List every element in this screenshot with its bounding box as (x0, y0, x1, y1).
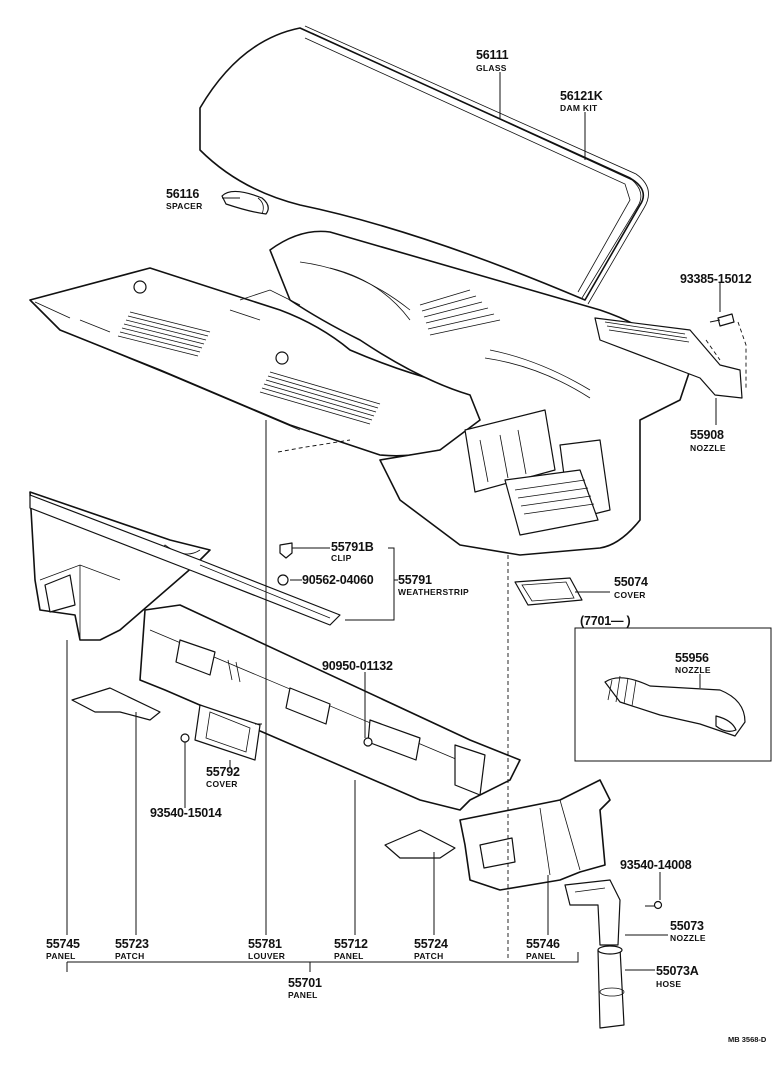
fastener-90562 (277, 574, 289, 586)
part-name: HOSE (656, 979, 681, 989)
spacer-part (221, 190, 269, 215)
nozzle-55956 (604, 675, 746, 737)
part-number: 55712 (334, 937, 368, 951)
label-56116: 56116 SPACER (166, 187, 203, 211)
label-55908: 55908 NOZZLE (690, 428, 726, 453)
label-55073: 55073 NOZZLE (670, 919, 706, 943)
cover-55074 (514, 577, 583, 606)
part-number: 90950-01132 (322, 659, 393, 673)
part-name: PANEL (334, 951, 364, 961)
part-name: PATCH (115, 951, 145, 961)
label-93385: 93385-15012 (680, 272, 752, 286)
label-56121K: 56121K DAM KIT (560, 89, 603, 113)
patch-55723 (71, 687, 161, 721)
clip-55791B (279, 542, 293, 559)
part-number: 55073A (656, 964, 699, 978)
part-name: SPACER (166, 201, 203, 211)
label-55073A: 55073A HOSE (656, 964, 699, 989)
label-55712: 55712 PANEL (334, 937, 368, 961)
main-panel-55712 (139, 604, 521, 811)
part-number: 55791 (398, 573, 432, 587)
part-name: PANEL (526, 951, 556, 961)
leader-lines (66, 72, 721, 972)
label-93540-15014: 93540-15014 (150, 806, 222, 820)
label-55791: 55791 WEATHERSTRIP (398, 573, 469, 597)
windshield-glass (199, 25, 649, 305)
part-number: 55792 (206, 765, 240, 779)
screw-93385 (709, 313, 735, 327)
label-55745: 55745 PANEL (46, 937, 80, 961)
label-93540-14008: 93540-14008 (620, 858, 692, 872)
label-90950: 90950-01132 (322, 659, 393, 673)
part-number: 93540-15014 (150, 806, 222, 820)
part-number: 55908 (690, 428, 724, 442)
patch-55724 (384, 829, 456, 859)
label-55074: 55074 COVER (614, 575, 648, 600)
part-name: PANEL (46, 951, 76, 961)
part-name: GLASS (476, 63, 507, 73)
part-number: 55074 (614, 575, 648, 589)
nozzle-55073 (564, 879, 621, 946)
part-number: 55746 (526, 937, 560, 951)
part-number: 55745 (46, 937, 80, 951)
part-name: DAM KIT (560, 103, 598, 113)
cover-55792 (194, 704, 261, 761)
label-55792: 55792 COVER (206, 765, 240, 789)
right-panel-55746 (459, 779, 611, 891)
label-55723: 55723 PATCH (115, 937, 149, 961)
drawing-code: MB 3568-D (728, 1035, 767, 1044)
label-55724: 55724 PATCH (414, 937, 448, 961)
part-number: 55956 (675, 651, 709, 665)
bolt-90950 (363, 737, 373, 747)
part-name: PATCH (414, 951, 444, 961)
part-name: COVER (614, 590, 646, 600)
part-number: 55724 (414, 937, 448, 951)
part-number: 55723 (115, 937, 149, 951)
inset-label: (7701— ) (580, 614, 631, 628)
label-55701: 55701 PANEL (288, 976, 322, 1000)
label-55746: 55746 PANEL (526, 937, 560, 961)
part-number: 93540-14008 (620, 858, 692, 872)
screw-93540-left (180, 733, 190, 800)
part-number: 93385-15012 (680, 272, 752, 286)
part-number: 55701 (288, 976, 322, 990)
part-number: 56116 (166, 187, 199, 201)
part-name: NOZZLE (690, 443, 726, 453)
side-nozzle-55908 (594, 317, 743, 399)
part-number: 55791B (331, 540, 374, 554)
label-56111: 56111 GLASS (476, 48, 509, 73)
part-name: CLIP (331, 553, 352, 563)
part-name: WEATHERSTRIP (398, 587, 469, 597)
cowl-top-louver (29, 267, 491, 457)
label-55791B: 55791B CLIP (331, 540, 374, 563)
part-number: 55781 (248, 937, 282, 951)
part-name: COVER (206, 779, 238, 789)
part-name: NOZZLE (670, 933, 706, 943)
part-number: 56121K (560, 89, 603, 103)
label-55781: 55781 LOUVER (248, 937, 285, 961)
part-number: 90562-04060 (302, 573, 374, 587)
inset-box: (7701— ) (574, 614, 772, 762)
part-name: NOZZLE (675, 665, 711, 675)
hose-55073A (597, 945, 625, 1029)
part-name: LOUVER (248, 951, 285, 961)
part-name: PANEL (288, 990, 318, 1000)
label-55956: 55956 NOZZLE (675, 651, 711, 675)
cowl-panel-body (229, 230, 691, 556)
label-90562: 90562-04060 (302, 573, 374, 587)
left-side-panel (29, 491, 341, 641)
screw-93540-right (645, 900, 663, 910)
part-number: 56111 (476, 48, 509, 62)
part-number: 55073 (670, 919, 704, 933)
